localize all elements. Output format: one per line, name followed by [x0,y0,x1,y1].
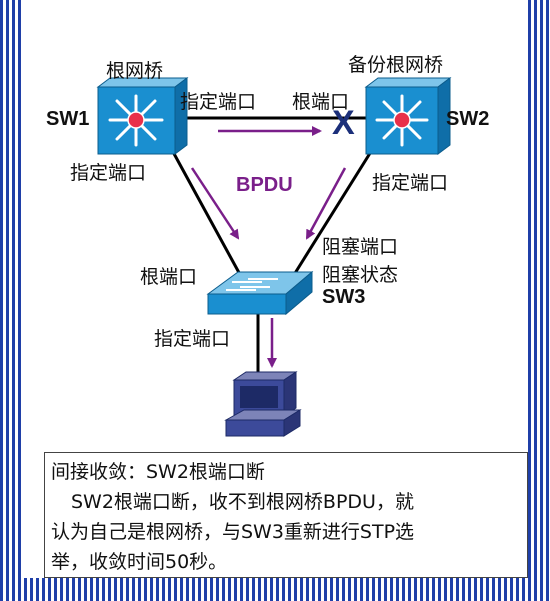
sw2-role-label: 备份根网桥 [348,54,444,76]
sw2-left-port-label: 根端口 [292,91,350,113]
sw2-name: SW2 [446,108,490,130]
bpdu-arrow-sw1-sw3 [190,167,240,240]
sw3-bottom-port-label: 指定端口 [154,328,231,350]
sw1-switch-icon [96,77,189,155]
explanation-title: 间接收敛：SW2根端口断 [51,461,265,483]
sw1-right-port-label: 指定端口 [180,91,257,113]
sw2-bottom-port-label: 指定端口 [372,172,449,194]
sw3-name: SW3 [322,286,366,308]
link-sw2-sw3 [290,149,374,279]
sw1-bottom-port-label: 指定端口 [70,162,147,184]
bottom-border [0,578,550,601]
link-failure-x-icon: X [332,104,355,142]
root-indicator-dot [127,111,145,129]
explanation-line-3: 认为自己是根网桥，与SW3重新进行STP选 [51,521,415,543]
pc-icon [224,371,302,437]
sw2-switch-icon [364,77,452,155]
sw3-left-port-label: 根端口 [140,266,198,288]
sw3-switch-icon [206,270,314,316]
bpdu-arrow-sw2-sw3 [305,167,347,240]
sw3-blocked-state-label: 阻塞状态 [322,264,399,286]
explanation-line-2: SW2根端口断，收不到根网桥BPDU，就 [71,491,414,513]
bpdu-label: BPDU [236,174,293,196]
link-sw1-sw3 [170,149,245,281]
sw3-blocked-port-label: 阻塞端口 [322,236,399,258]
sw1-name: SW1 [46,108,90,130]
sw1-role-label: 根网桥 [106,60,164,82]
explanation-line-4: 举，收敛时间50秒。 [51,551,228,573]
explanation-box: 间接收敛：SW2根端口断 SW2根端口断，收不到根网桥BPDU，就 认为自己是根… [44,452,528,578]
